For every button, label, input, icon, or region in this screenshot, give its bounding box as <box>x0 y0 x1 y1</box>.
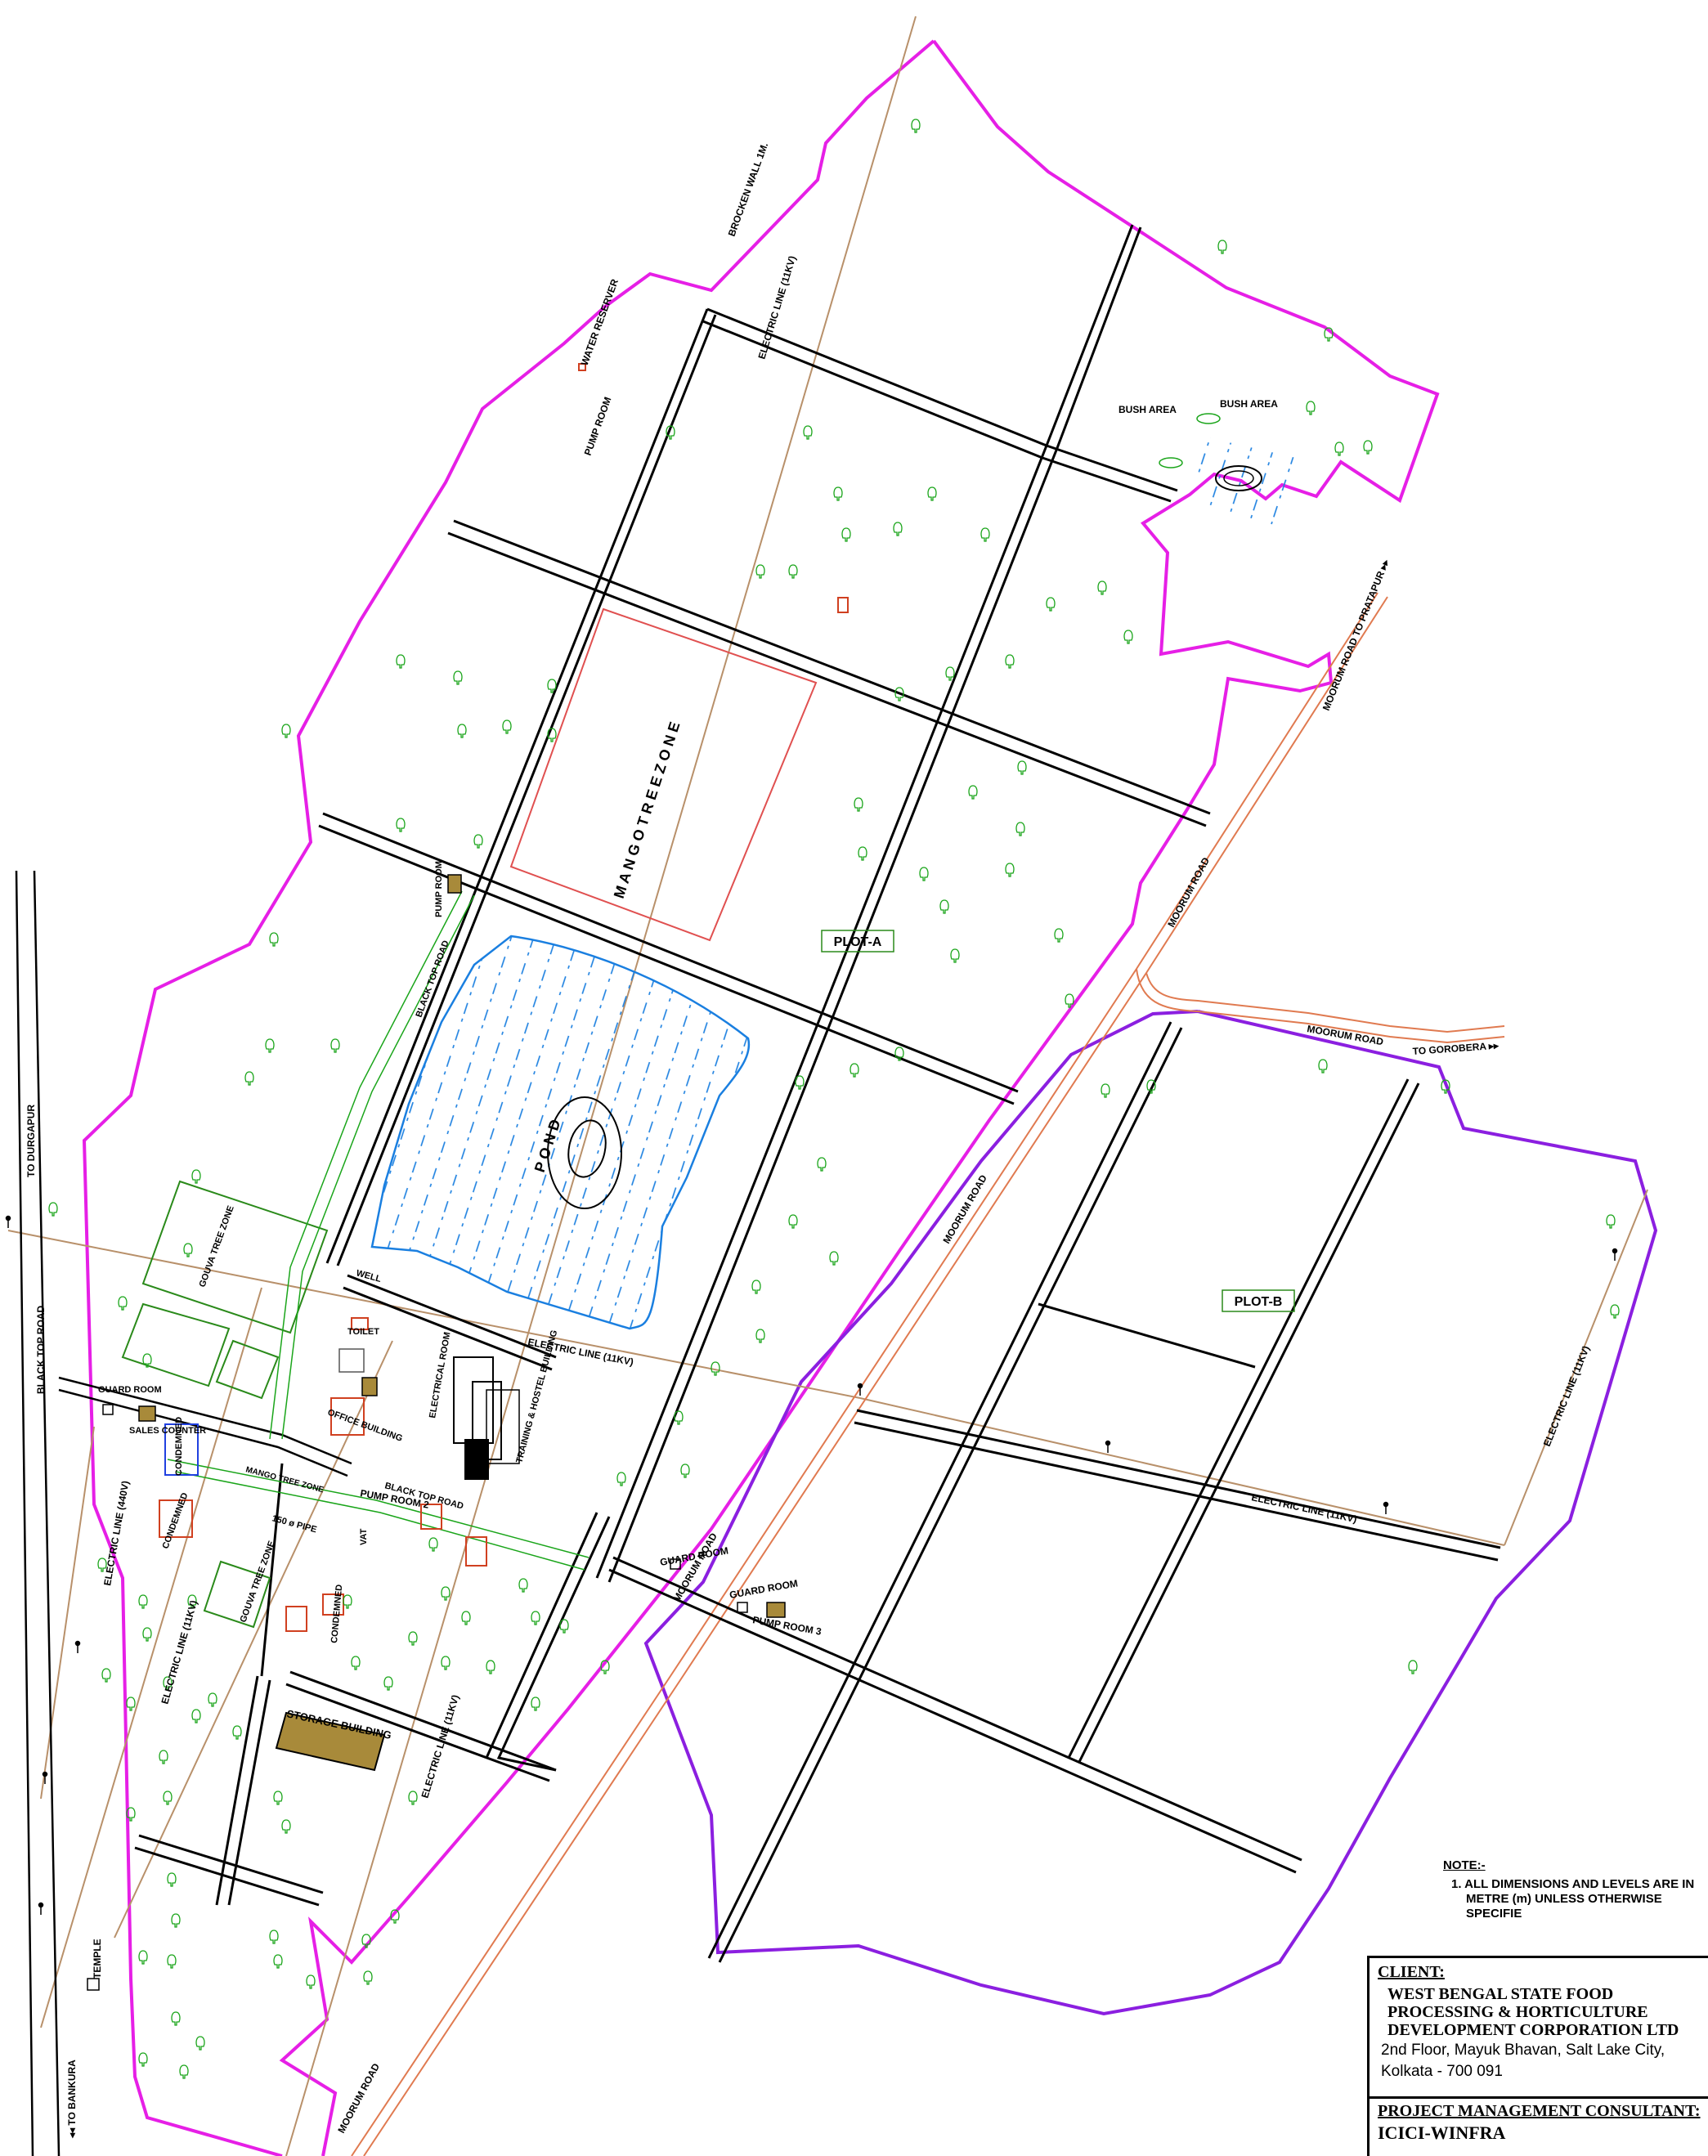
water-reserver-label: WATER RESERVER <box>579 277 621 367</box>
mango-tree-zone-area <box>509 607 818 942</box>
client-line-1: WEST BENGAL STATE FOOD <box>1387 1985 1614 2003</box>
title-block-divider <box>1370 2096 1708 2099</box>
condemned-label-1: CONDEMNED <box>174 1417 184 1476</box>
electric-line-top-label: ELECTRIC LINE (11KV) <box>755 254 798 361</box>
electric-lines <box>7 16 1648 2156</box>
site-boundary-plot-b <box>643 1010 1658 2016</box>
office-building-label: OFFICE BUILDING <box>326 1408 404 1444</box>
pond-area <box>370 935 751 1330</box>
plot-a-text: PLOT-A <box>834 935 882 949</box>
buildings <box>87 363 849 1991</box>
electric-line-left-label: ELECTRIC LINE (11KV) <box>159 1599 199 1706</box>
pump-room-top-label: PUMP ROOM <box>582 396 614 457</box>
guard-room-2-label: GUARD ROOM <box>728 1577 799 1600</box>
electric-line-right-label: ELECTRIC LINE (11KV) <box>1541 1344 1592 1448</box>
plot-b-text: PLOT-B <box>1235 1295 1283 1309</box>
bush-pond <box>1190 433 1296 527</box>
light-poles <box>5 1215 1618 1915</box>
toilet-label: TOILET <box>347 1327 379 1337</box>
bush-area-label-2: BUSH AREA <box>1220 398 1278 410</box>
internal-roads <box>134 224 1501 1963</box>
pond-contour <box>547 1096 622 1209</box>
address-line-1: 2nd Floor, Mayuk Bhavan, Salt Lake City, <box>1381 2042 1665 2059</box>
moorum-road-label-1: MOORUM ROAD <box>1165 855 1212 929</box>
moorum-road-label-4: MOORUM ROAD <box>335 2061 382 2135</box>
pmc-name: ICICI-WINFRA <box>1378 2122 1506 2143</box>
gouva-tree-zone-label-1: GOUVA TREE ZONE <box>198 1204 236 1289</box>
address-line-2: Kolkata - 700 091 <box>1381 2063 1503 2080</box>
moorum-road-pratapur-label: MOORUM ROAD TO PRATAPUR ▸▸ <box>1320 557 1392 712</box>
guard-room-3-label: GUARD ROOM <box>98 1385 162 1395</box>
condemned-label-3: CONDEMNED <box>329 1584 344 1643</box>
note-line-2: METRE (m) UNLESS OTHERWISE SPECIFIE <box>1466 1892 1662 1921</box>
client-line-3: DEVELOPMENT CORPORATION LTD <box>1387 2021 1679 2039</box>
vat-label: VAT <box>359 1528 369 1545</box>
black-top-road-inner-label: BLACK TOP ROAD <box>415 939 451 1019</box>
pmc-label: PROJECT MANAGEMENT CONSULTANT: <box>1378 2102 1701 2120</box>
temple-label: TEMPLE <box>92 1939 103 1979</box>
note-line-1: 1. ALL DIMENSIONS AND LEVELS ARE IN <box>1451 1877 1695 1891</box>
to-durgapur-label: TO DURGAPUR <box>25 1105 37 1177</box>
mango-zone-label: M A N G O T R E E Z O N E <box>611 719 684 900</box>
notes-block: NOTE:- 1. ALL DIMENSIONS AND LEVELS ARE … <box>1443 1858 1708 1921</box>
sales-counter-label: SALES COUNTER <box>129 1426 206 1436</box>
brocken-wall-label: BROCKEN WALL 1M. <box>726 141 771 238</box>
client-label: CLIENT: <box>1378 1963 1445 1981</box>
site-boundary-plot-a <box>82 39 1440 2156</box>
plot-b-label: PLOT-B <box>1222 1289 1295 1312</box>
client-line-2: PROCESSING & HORTICULTURE <box>1387 2003 1648 2021</box>
plot-a-label: PLOT-A <box>821 930 894 952</box>
black-top-highway <box>15 870 352 2156</box>
green-zones <box>121 1180 329 1629</box>
pump-room-1-label: PUMP ROOM <box>434 861 444 917</box>
to-gorobera-label: TO GOROBERA ▸▸ <box>1412 1040 1500 1057</box>
electrical-room-label: ELECTRICAL ROOM <box>428 1331 452 1419</box>
mango-tree-zone-small-label: MANGO TREE ZONE <box>244 1465 325 1495</box>
moorum-roads <box>351 592 1505 2156</box>
to-bankura-label: ◂◂ TO BANKURA <box>66 2060 78 2139</box>
note-title: NOTE:- <box>1443 1858 1486 1872</box>
black-top-road-label: BLACK TOP ROAD <box>35 1305 47 1394</box>
title-block: CLIENT: WEST BENGAL STATE FOOD PROCESSIN… <box>1367 1956 1708 2156</box>
bush-area-label-1: BUSH AREA <box>1118 404 1177 415</box>
trees <box>48 119 1620 2079</box>
hedge-trees <box>167 890 590 1571</box>
well-label: WELL <box>355 1268 382 1284</box>
